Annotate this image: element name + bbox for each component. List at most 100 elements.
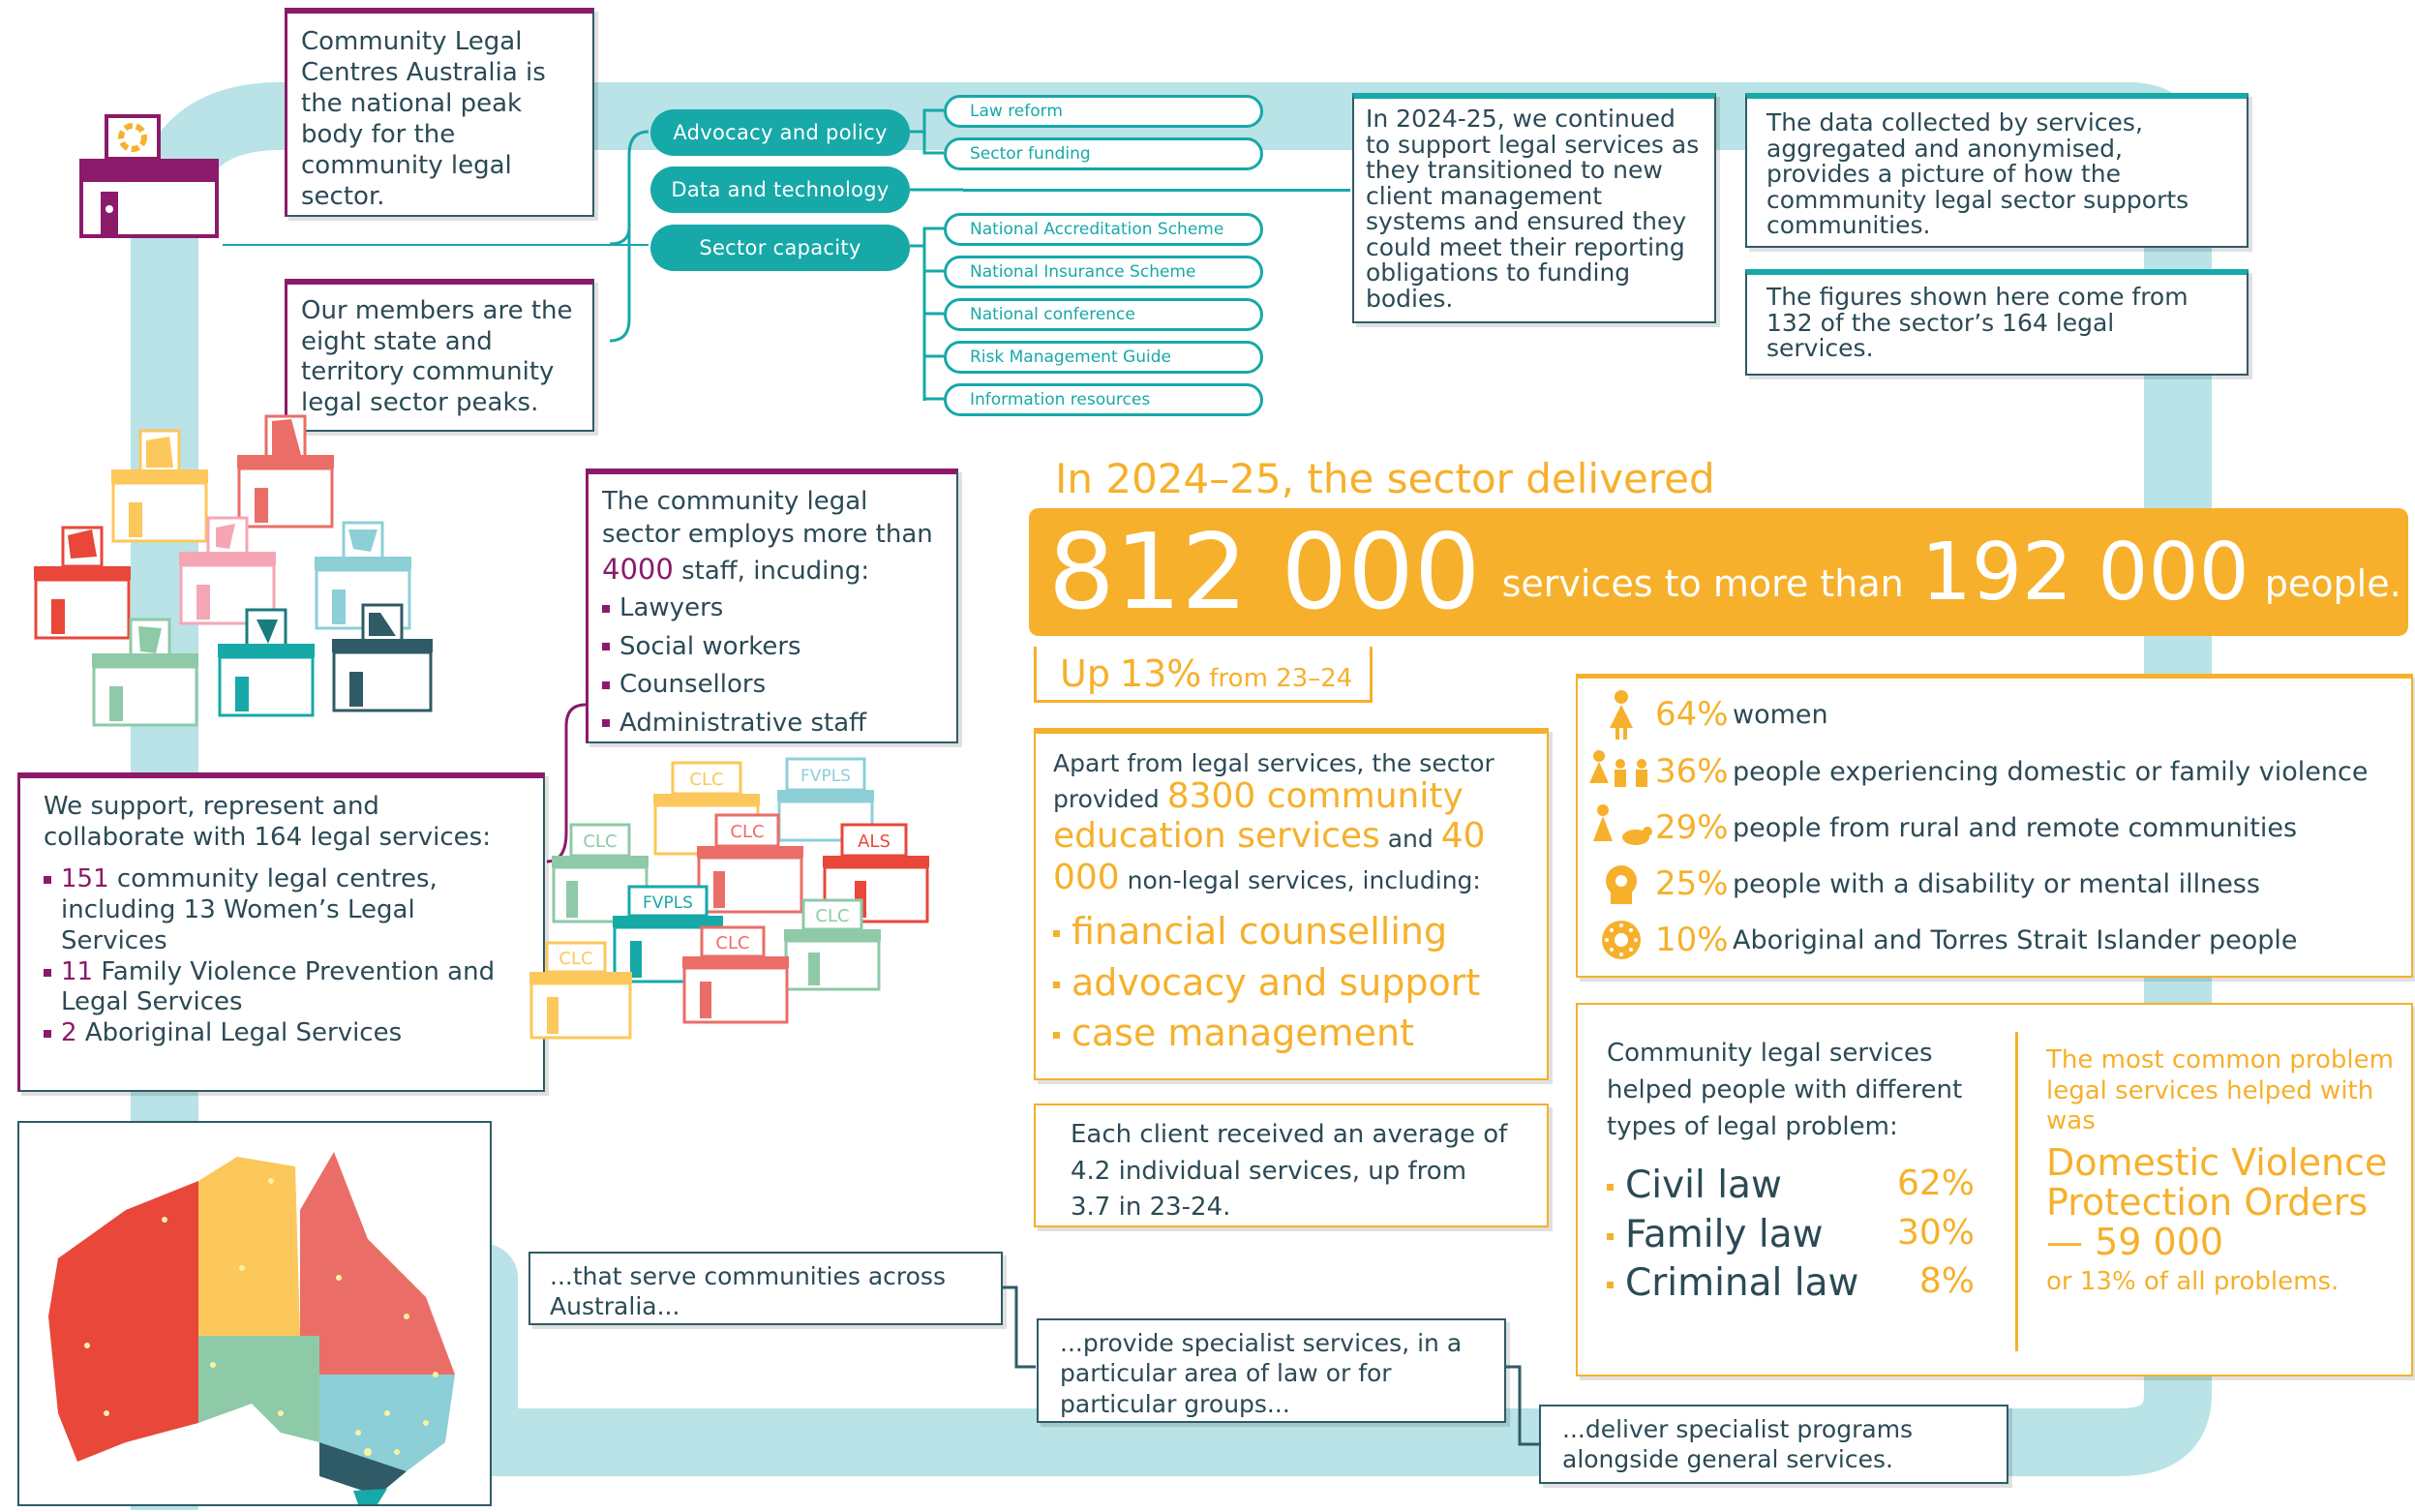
insurance-label: National Insurance Scheme [970,262,1196,282]
headline-banner: 812 000 services to more than 192 000 pe… [1029,508,2408,636]
role-item: Lawyers [602,590,943,628]
data-transition-text: In 2024-25, we continued to support lega… [1366,105,1700,313]
conference-label: National conference [970,305,1135,324]
sector-funding-pill[interactable]: Sector funding [944,137,1263,170]
map-sa [198,1336,319,1442]
average-box: Each client received an average of 4.2 i… [1034,1104,1549,1227]
svg-text:FVPLS: FVPLS [800,767,851,786]
demographic-label: Aboriginal and Torres Strait Islander pe… [1733,924,2298,955]
other-services-box: Apart from legal services, the sector pr… [1034,728,1549,1080]
common-problem: The most common problem legal services h… [2046,1045,2395,1299]
growth-box: Up 13% from 23–24 [1034,647,1373,703]
advocacy-policy-pill[interactable]: Advocacy and policy [650,109,910,156]
support-item-num: 11 [61,956,94,986]
building-tas-icon [218,608,315,717]
role-label: Administrative staff [619,708,867,738]
building-clc-icon: CLC [784,898,881,991]
up-pct: 13% [1119,652,1202,695]
problem-label: Family law [1625,1212,1824,1256]
caption-specialist-text: ...provide specialist services, in a par… [1060,1329,1463,1418]
caption-programs-box: ...deliver specialist programs alongside… [1539,1405,2008,1484]
problem-label: Criminal law [1625,1261,1859,1306]
svg-text:CLC: CLC [583,832,617,852]
support-item-num: 2 [61,1018,77,1048]
role-label: Counsellors [619,670,767,700]
peak-body-text: Community Legal Centres Australia is the… [301,27,546,211]
caption-connectors [1003,1285,1539,1446]
nonlegal-text: non-legal services, including: [1127,865,1481,894]
demographic-pct: 29% [1655,808,1729,847]
data-technology-label: Data and technology [671,178,890,201]
svg-text:CLC: CLC [689,770,723,790]
bullet-icon [1053,981,1060,988]
sub-connectors [910,108,963,401]
divider [2015,1032,2018,1351]
caption-serve-text: ...that serve communities across Austral… [550,1262,946,1321]
bullet-icon [1053,1032,1060,1040]
demographic-label: people experiencing domestic or family v… [1733,756,2369,787]
problem-label: Civil law [1625,1163,1782,1207]
staff-intro: The community legal sector employs more … [602,487,933,549]
bullet-icon [1607,1183,1614,1191]
peak-body-building-icon [79,114,219,238]
up-label: Up [1060,652,1110,695]
bullet-icon [1607,1232,1614,1240]
data-connector [963,189,1350,192]
family-icon [1587,748,1655,795]
head-icon [1587,862,1655,906]
bullet-icon [1607,1282,1614,1289]
nonlegal-item-label: financial counselling [1072,910,1448,953]
info-resources-pill[interactable]: Information resources [944,383,1263,416]
accreditation-label: National Accreditation Scheme [970,220,1224,239]
nonlegal-item-label: case management [1072,1012,1414,1055]
support-item-text: Family Violence Prevention and Legal Ser… [61,956,496,1017]
support-item: 151 community legal centres, including 1… [44,864,520,956]
demographic-row: 64% women [1587,689,1828,740]
australia-map-box [17,1121,492,1506]
building-vic-icon [332,603,433,712]
data-picture-box: The data collected by services, aggregat… [1745,93,2249,248]
members-text: Our members are the eight state and terr… [301,296,573,418]
data-technology-pill[interactable]: Data and technology [650,166,910,213]
support-item-num: 151 [61,864,109,894]
headline-lead: In 2024–25, the sector delivered [1055,455,1715,502]
rural-person-icon [1587,802,1655,853]
nonlegal-item: financial counselling [1053,906,1529,956]
support-item: 2 Aboriginal Legal Services [44,1018,520,1049]
risk-guide-pill[interactable]: Risk Management Guide [944,341,1263,374]
building-clc-icon: CLC [682,925,789,1024]
caption-specialist-box: ...provide specialist services, in a par… [1037,1318,1506,1423]
demographics-box [1576,674,2413,978]
map-vic [319,1442,407,1496]
law-reform-pill[interactable]: Law reform [944,95,1263,128]
bullet-icon [44,876,51,885]
map-nsw [319,1375,455,1471]
demographic-row: 10% Aboriginal and Torres Strait Islande… [1587,915,2298,965]
svg-text:CLC: CLC [815,906,849,926]
staff-number: 4000 [602,552,674,586]
services-illustration: CLC FVPLS CLC CLC ALS CLC FVPLS CLC CLC [529,757,929,1040]
map-nt [198,1157,300,1336]
support-box: We support, represent and collaborate wi… [17,772,545,1092]
members-box: Our members are the eight state and terr… [285,279,594,432]
accreditation-pill[interactable]: National Accreditation Scheme [944,213,1263,246]
nonlegal-number: 40 000 [1053,815,1486,897]
bullet-icon [602,604,610,613]
state-peaks-illustration [34,414,433,727]
building-wa-icon [34,526,131,640]
demographic-pct: 25% [1655,864,1729,903]
demographic-label: people with a disability or mental illne… [1733,868,2260,899]
bullet-icon [602,680,610,689]
support-item: 11 Family Violence Prevention and Legal … [44,957,520,1018]
insurance-pill[interactable]: National Insurance Scheme [944,256,1263,288]
svg-text:CLC: CLC [730,822,764,842]
demographic-label: women [1733,699,1828,730]
support-item-text: community legal centres, including 13 Wo… [61,864,438,955]
connector [223,244,649,246]
advocacy-policy-label: Advocacy and policy [673,121,888,144]
sector-capacity-pill[interactable]: Sector capacity [650,225,910,271]
conference-pill[interactable]: National conference [944,298,1263,331]
education-services: 8300 community education services [1053,776,1464,856]
law-reform-label: Law reform [970,102,1063,121]
common-tail: or 13% of all problems. [2046,1267,2340,1297]
